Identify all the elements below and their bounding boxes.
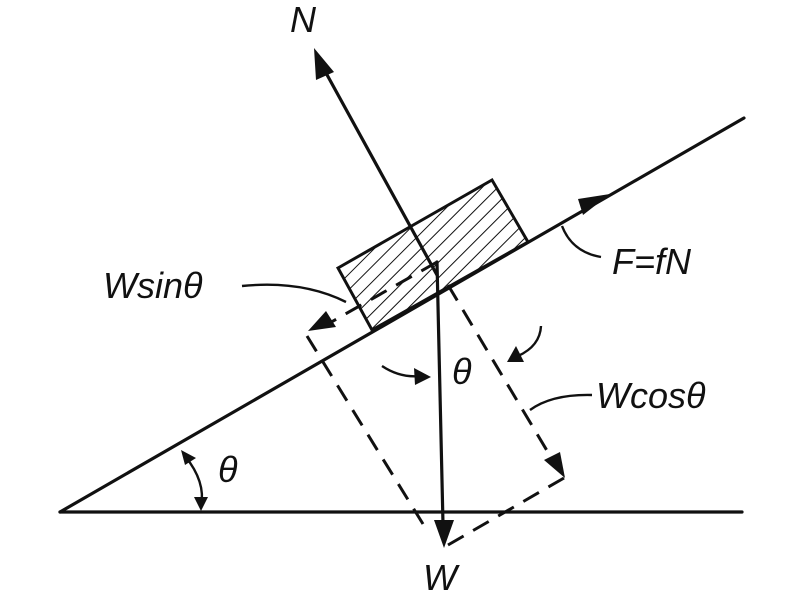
incline-angle-arrowhead-top	[181, 450, 196, 465]
weight-label: W	[423, 557, 457, 598]
wsin-leader	[241, 283, 347, 304]
normal-force-arrowhead	[314, 48, 334, 80]
wcos-arrowhead	[544, 452, 565, 478]
w-sin-theta-label: Wsinθ	[103, 265, 203, 306]
wcos-leader	[529, 393, 593, 411]
theta-right-arrow	[517, 325, 543, 358]
normal-force-line	[318, 60, 439, 277]
friction-label: F=fN	[612, 241, 692, 282]
incline-angle-label: θ	[218, 449, 238, 490]
incline-surface	[58, 116, 746, 514]
normal-force-label: N	[290, 0, 316, 40]
weight-line	[435, 260, 445, 526]
w-cos-theta-label: Wcosθ	[596, 375, 706, 416]
friction-leader	[560, 225, 602, 259]
block	[335, 177, 531, 333]
weight-arrowhead	[434, 520, 454, 548]
wsin-component-line	[325, 260, 438, 327]
incline-angle-arrowhead-bottom	[194, 497, 208, 511]
theta-right-arrowhead	[507, 346, 524, 362]
theta-left-arrowhead	[414, 368, 431, 385]
wcos-component-line	[446, 284, 554, 460]
dashed-edge-bottom	[447, 476, 565, 547]
dashed-edge-left	[305, 335, 425, 525]
wsin-arrowhead	[308, 311, 336, 331]
friction-arrowhead	[578, 194, 610, 215]
weight-angle-label: θ	[452, 351, 472, 392]
